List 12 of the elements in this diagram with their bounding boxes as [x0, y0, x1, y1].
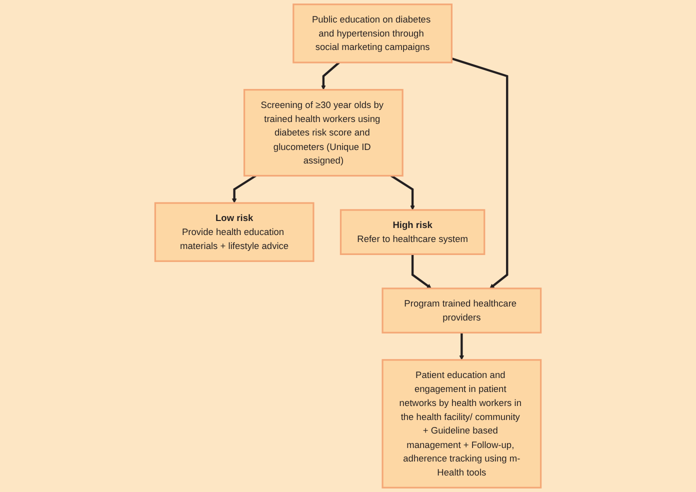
arrow [390, 174, 415, 210]
arrow [321, 62, 340, 90]
node-box: Low risk Provide health education materials + lifestyle advice [154, 202, 314, 262]
arrow [232, 174, 256, 204]
node-box: Public education on diabetes and hypertension through social marketing campaigns [292, 4, 453, 64]
node-box: Patient education and engagement in patient networks by health workers in the health facility/ community + Guideline based management + Follow-up, adherence tracking using m-Health tools [382, 359, 542, 488]
node-box: Program trained healthcare providers [382, 288, 542, 334]
arrow [451, 58, 508, 289]
node-box: High risk Refer to healthcare system [340, 209, 486, 255]
node-box: Screening of ≥30 year olds by trained health workers using diabetes risk score and glucometers (Unique ID assigned) [243, 88, 404, 177]
arrow [459, 332, 464, 360]
arrow [411, 254, 432, 289]
